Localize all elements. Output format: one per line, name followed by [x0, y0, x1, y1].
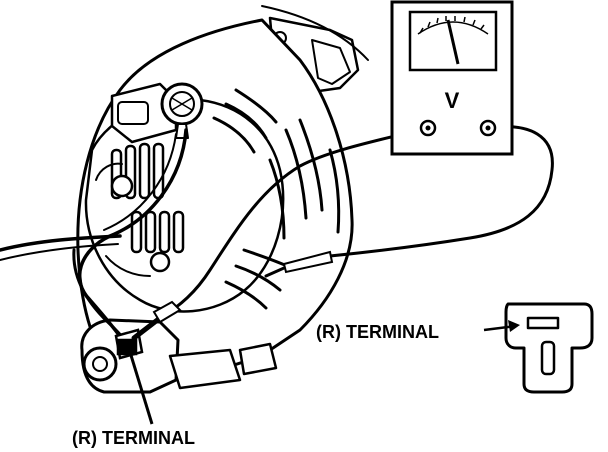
meter-unit-symbol: V	[445, 88, 460, 113]
connector-key-slot	[540, 340, 556, 376]
meter-needle	[446, 19, 460, 65]
r-terminal-slot	[526, 316, 560, 330]
leader-arrow-right	[508, 320, 520, 332]
alternator	[76, 5, 369, 394]
label-r-terminal-right: (R) TERMINAL	[316, 320, 520, 342]
connector-detail	[504, 302, 594, 394]
probe-lead-r-terminal	[131, 126, 430, 341]
label-r-terminal-bottom: (R) TERMINAL	[72, 351, 195, 448]
r-terminal-label-right: (R) TERMINAL	[316, 322, 439, 342]
probe-lead-ground	[264, 125, 554, 278]
dial-tick-marks	[419, 16, 485, 34]
r-terminal-label-bottom: (R) TERMINAL	[72, 428, 195, 448]
meter-terminal-right	[479, 119, 497, 137]
voltmeter: V	[390, 0, 514, 156]
meter-terminal-left	[419, 119, 437, 137]
leader-line-bottom	[128, 351, 154, 425]
